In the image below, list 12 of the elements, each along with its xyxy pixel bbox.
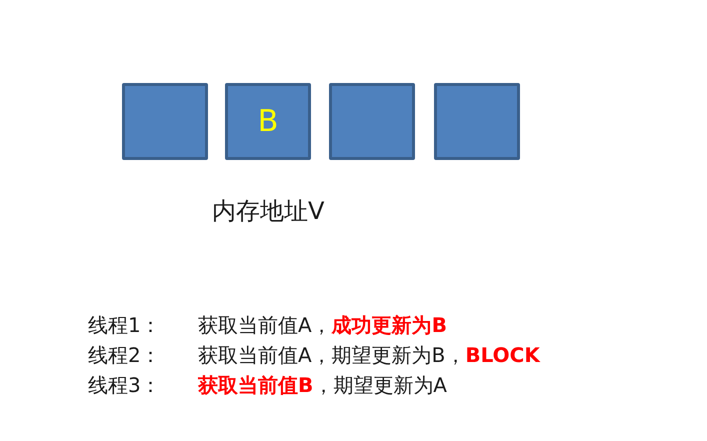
memory-cell	[225, 83, 311, 160]
memory-cell	[434, 83, 520, 160]
thread-action: 获取当前值A，期望更新为B，BLOCK	[198, 342, 540, 369]
thread-action: 获取当前值A，成功更新为B	[198, 312, 448, 339]
memory-cell	[329, 83, 415, 160]
thread-label: 线程1：	[88, 312, 162, 339]
memory-cell	[122, 83, 208, 160]
thread-label: 线程2：	[88, 342, 162, 369]
memory-address-caption: 内存地址V	[212, 196, 324, 226]
thread-label: 线程3：	[88, 372, 162, 399]
cell-value: B	[258, 106, 278, 136]
thread-action: 获取当前值B，期望更新为A	[198, 372, 448, 399]
